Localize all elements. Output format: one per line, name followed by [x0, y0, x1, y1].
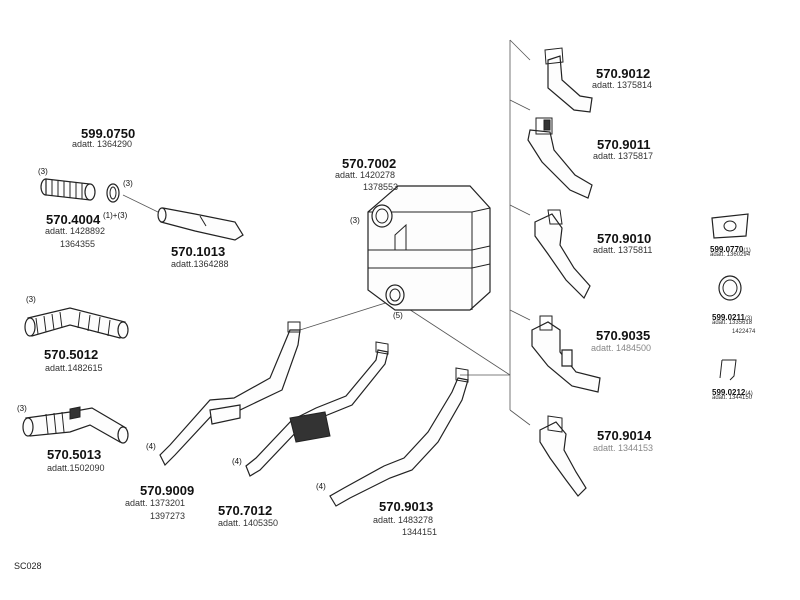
qty-599-0212: (4)	[745, 391, 753, 397]
pipe-570-9014	[539, 415, 587, 497]
pipe-570-7012	[245, 341, 389, 477]
part-adatt-570-1013: adatt.1364288	[171, 259, 229, 269]
part-code-570-1013: 570.1013	[171, 244, 226, 259]
pipe-570-9035	[531, 315, 601, 393]
part-adatt-570-9035: adatt. 1484500	[591, 343, 652, 353]
clamp-599-0750	[106, 183, 120, 203]
pipe-570-1013	[157, 207, 244, 241]
qty-570-4004-right: (3)	[123, 179, 133, 188]
qty-570-4004-left: (3)	[38, 167, 48, 176]
part-adatt-599-0212: adatt. 1344150	[712, 395, 753, 401]
qty-570-9009: (4)	[146, 442, 156, 451]
part-adatt-570-9011: adatt. 1375817	[593, 151, 654, 161]
part-code-570-7012: 570.7012	[218, 503, 273, 518]
part-adatt-599-0211-2: 1422474	[732, 329, 756, 335]
page-reference: SC028	[14, 561, 42, 571]
pipe-570-5013	[22, 406, 129, 444]
part-code-599-0211: 599.0211	[712, 313, 745, 322]
part-label-599-0212: 599.0212(4)	[712, 383, 753, 399]
part-adatt-570-7012: adatt. 1405350	[218, 518, 279, 528]
part-adatt-570-5012: adatt.1482615	[45, 363, 103, 373]
part-adatt-599-0750: adatt. 1364290	[72, 139, 133, 149]
qty-570-7012: (4)	[232, 457, 242, 466]
part-label-599-0770: 599.0770(1)	[710, 240, 751, 256]
part-code-570-5013: 570.5013	[47, 447, 102, 462]
part-adatt-599-0211: adatt. 1335618	[712, 320, 753, 326]
right-panel-bracket	[509, 39, 531, 426]
part-adatt-570-9009: adatt. 1373201	[125, 498, 186, 508]
part-adatt-570-9010: adatt. 1375811	[593, 245, 653, 255]
part-code-599-0212: 599.0212	[712, 388, 746, 397]
part-adatt-570-4004-2: 1364355	[60, 239, 96, 249]
flex-pipe-570-5012	[24, 307, 129, 339]
part-code-570-9010: 570.9010	[597, 231, 652, 246]
part-adatt-570-7002: adatt. 1420278	[335, 170, 396, 180]
part-adatt-570-7002-2: 1378553	[363, 182, 399, 192]
pipe-570-9010	[534, 209, 591, 300]
part-code-570-9012: 570.9012	[596, 66, 651, 81]
part-code-570-4004: 570.4004	[46, 212, 101, 227]
pipe-570-9011	[527, 117, 593, 199]
flex-hose-570-4004	[40, 178, 96, 201]
pipe-570-9009	[159, 321, 301, 467]
part-code-570-7002: 570.7002	[342, 156, 397, 171]
pipe-570-9012	[544, 47, 593, 113]
bracket-599-0212	[719, 359, 737, 381]
part-adatt-570-4004: adatt. 1428892	[45, 226, 106, 236]
part-adatt-570-9012: adatt. 1375814	[592, 80, 653, 90]
part-adatt-570-5013: adatt.1502090	[47, 463, 105, 473]
qty-570-5012: (3)	[26, 295, 36, 304]
part-adatt-599-0770: adatt. 1360294	[710, 252, 751, 258]
qty-570-7002: (3)	[350, 216, 360, 225]
part-code-570-9011: 570.9011	[597, 137, 651, 152]
gasket-599-0770	[711, 213, 749, 239]
qty-570-7002-outlet: (5)	[393, 311, 403, 320]
part-code-599-0750: 599.0750	[81, 126, 136, 141]
part-adatt-570-9009-2: 1397273	[150, 511, 186, 521]
part-code-570-9009: 570.9009	[140, 483, 195, 498]
qty-570-4004-mid: (1)+(3)	[103, 211, 128, 220]
part-code-570-5012: 570.5012	[44, 347, 99, 362]
part-code-570-9035: 570.9035	[596, 328, 651, 343]
part-code-570-9013: 570.9013	[379, 499, 434, 514]
muffler-570-7002	[367, 185, 491, 311]
part-label-599-0211: 599.0211(3)	[712, 308, 752, 324]
pipe-570-9013	[329, 367, 469, 507]
part-code-599-0770: 599.0770	[710, 245, 744, 254]
qty-570-5013: (3)	[17, 404, 27, 413]
qty-599-0770: (1)	[743, 248, 751, 254]
part-adatt-570-9013: adatt. 1483278	[373, 515, 434, 525]
part-adatt-570-9014: adatt. 1344153	[593, 443, 654, 453]
clamp-599-0211	[718, 275, 742, 301]
qty-599-0211: (3)	[744, 316, 753, 322]
part-adatt-570-9013-2: 1344151	[402, 527, 438, 537]
qty-570-9013: (4)	[316, 482, 326, 491]
part-code-570-9014: 570.9014	[597, 428, 652, 443]
